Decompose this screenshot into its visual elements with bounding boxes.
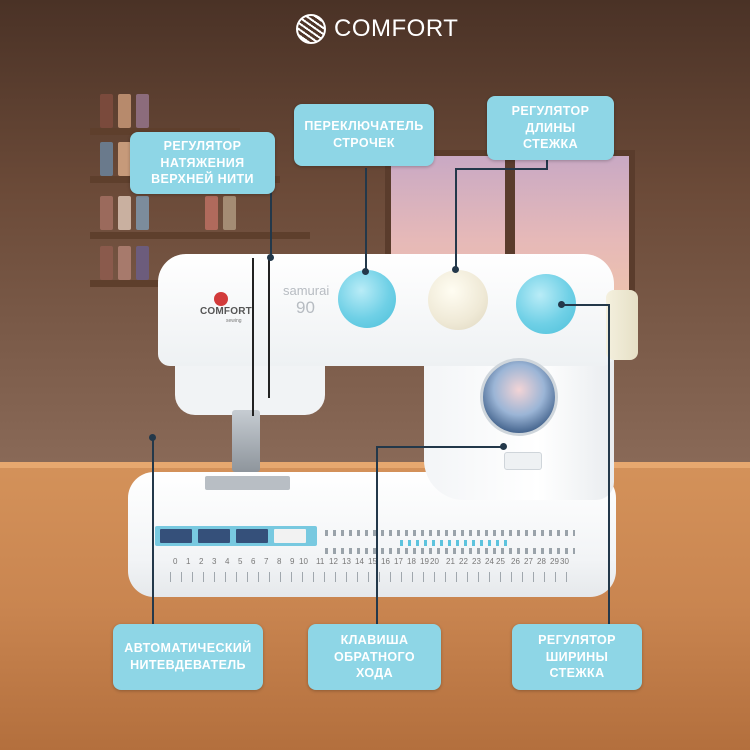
leader-line: [376, 446, 378, 624]
machine-brand-logo-icon: [214, 292, 228, 306]
ruler-number: 9: [290, 557, 295, 566]
ruler-number: 26: [511, 557, 520, 566]
stitch-selector-dial: [338, 270, 396, 328]
ruler-number: 10: [299, 557, 308, 566]
leader-line: [608, 304, 610, 624]
machine-brand-name: COMFORT: [200, 306, 252, 317]
thread-spool-logo-icon: [296, 14, 326, 44]
thread-path: [268, 258, 270, 398]
ruler-number: 24: [485, 557, 494, 566]
leader-dot: [452, 266, 459, 273]
table-edge: [0, 462, 750, 468]
needle-plate: [205, 476, 290, 490]
ruler-numbers: 0 1 2 3 4 5 6 7 8 9 10 11 12 13 14 15 16…: [170, 557, 575, 569]
machine-model-number: 90: [296, 298, 315, 317]
leader-dot: [267, 254, 274, 261]
ruler-number: 4: [225, 557, 230, 566]
shelf: [90, 232, 310, 239]
thread-spool: [118, 196, 131, 230]
leader-dot: [500, 443, 507, 450]
accessory-thumbnail: [198, 529, 230, 543]
callout-stitch-switch: ПЕРЕКЛЮЧАТЕЛЬ СТРОЧЕК: [294, 104, 434, 166]
ruler-number: 18: [407, 557, 416, 566]
accessory-thumbnail: [160, 529, 192, 543]
ruler-number: 8: [277, 557, 282, 566]
thread-spool: [136, 246, 149, 280]
stitch-length-dial: [428, 270, 488, 330]
handwheel: [606, 290, 638, 360]
callout-stitch-length: РЕГУЛЯТОР ДЛИНЫ СТЕЖКА: [487, 96, 614, 160]
ruler-number: 5: [238, 557, 243, 566]
ruler-number: 1: [186, 557, 191, 566]
ruler-number: 7: [264, 557, 269, 566]
machine-model-name: samurai: [283, 283, 330, 298]
shelf: [90, 280, 160, 287]
thread-spool: [100, 196, 113, 230]
leader-line: [455, 168, 547, 170]
callout-stitch-width: РЕГУЛЯТОР ШИРИНЫ СТЕЖКА: [512, 624, 642, 690]
ruler-number: 20: [430, 557, 439, 566]
ruler-number: 29: [550, 557, 559, 566]
callout-tension-regulator: РЕГУЛЯТОР НАТЯЖЕНИЯ ВЕРХНЕЙ НИТИ: [130, 132, 275, 194]
leader-line: [455, 168, 457, 270]
thread-spool: [205, 196, 218, 230]
brand-logo: COMFORT: [296, 14, 458, 44]
ruler-number: 19: [420, 557, 429, 566]
ruler-number: 13: [342, 557, 351, 566]
callout-reverse-key: КЛАВИША ОБРАТНОГО ХОДА: [308, 624, 441, 690]
accessory-thumbnail: [236, 529, 268, 543]
leader-line: [365, 168, 367, 272]
ruler-number: 15: [368, 557, 377, 566]
leader-dot: [558, 301, 565, 308]
brand-logo-text: COMFORT: [334, 15, 459, 42]
ruler-number: 17: [394, 557, 403, 566]
ruler-number: 25: [496, 557, 505, 566]
leader-dot: [149, 434, 156, 441]
thread-spool: [100, 142, 113, 176]
stitch-pattern-row: [400, 540, 510, 546]
stitch-pattern-row: [325, 548, 575, 554]
ruler-number: 11: [316, 557, 325, 566]
ruler-number: 23: [472, 557, 481, 566]
ruler-number: 2: [199, 557, 204, 566]
thread-spool: [100, 246, 113, 280]
thread-spool: [100, 94, 113, 128]
leader-line: [376, 446, 504, 448]
ruler-number: 0: [173, 557, 178, 566]
leader-line: [546, 160, 548, 170]
ruler-number: 6: [251, 557, 256, 566]
leader-line: [562, 304, 610, 306]
thread-spool: [118, 142, 131, 176]
ruler-number: 27: [524, 557, 533, 566]
shelf: [90, 128, 240, 135]
leader-dot: [362, 268, 369, 275]
thread-spool: [136, 196, 149, 230]
ruler-number: 30: [560, 557, 569, 566]
machine-brand-sub: sewing: [226, 318, 242, 324]
ruler-number: 3: [212, 557, 217, 566]
reverse-lever: [504, 452, 542, 470]
leader-line: [152, 438, 154, 624]
ruler-number: 28: [537, 557, 546, 566]
thread-spool: [118, 94, 131, 128]
thread-path: [252, 258, 254, 416]
stitch-pattern-row: [325, 530, 575, 536]
ruler-number: 14: [355, 557, 364, 566]
leader-line: [270, 188, 272, 258]
ruler-number: 16: [381, 557, 390, 566]
needle-assembly: [232, 410, 260, 472]
thread-spool: [136, 94, 149, 128]
ruler-number: 22: [459, 557, 468, 566]
callout-auto-threader: АВТОМАТИЧЕСКИЙ НИТЕВДЕВАТЕЛЬ: [113, 624, 263, 690]
ruler-ticks: [170, 572, 575, 582]
ruler-number: 12: [329, 557, 338, 566]
thread-spool: [118, 246, 131, 280]
ruler-number: 21: [446, 557, 455, 566]
thread-spool: [223, 196, 236, 230]
accessory-thumbnail: [274, 529, 306, 543]
decorative-medallion: [480, 358, 558, 436]
